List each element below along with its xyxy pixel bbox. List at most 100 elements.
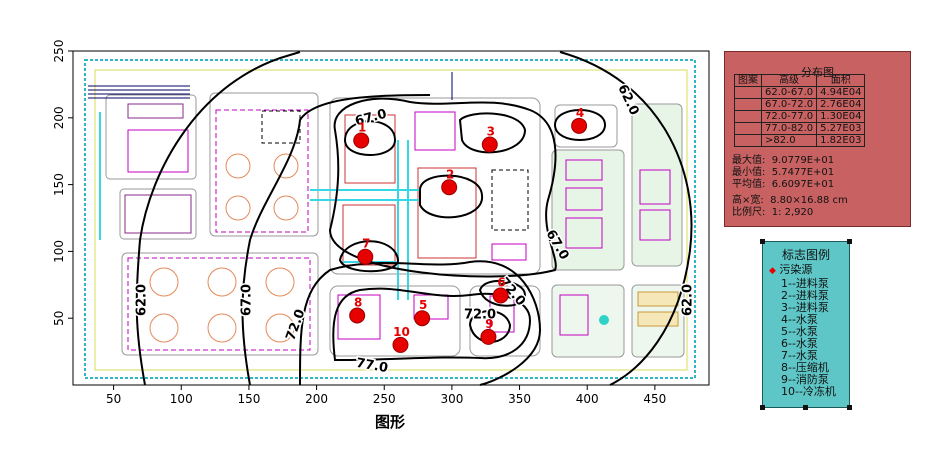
pattern-cell — [734, 86, 762, 99]
site-plan — [84, 59, 696, 379]
legend-item: 1--进料泵 — [781, 277, 829, 290]
building-s1 — [559, 294, 589, 336]
x-axis-title: 图形 — [375, 413, 405, 431]
contour-source-9 — [468, 310, 512, 343]
pattern-cell — [734, 110, 762, 123]
tank — [265, 313, 295, 343]
noise-source-marker[interactable] — [392, 336, 409, 353]
contours — [135, 51, 693, 386]
contour-source-6 — [478, 279, 527, 307]
area-cell: 5.27E03 — [816, 122, 866, 135]
tank — [149, 267, 179, 297]
noise-source-marker[interactable] — [353, 132, 370, 149]
x-tick-label: 450 — [643, 392, 666, 406]
contour-72-low — [299, 260, 542, 386]
x-tick-label: 350 — [508, 392, 531, 406]
resize-handle[interactable] — [847, 405, 852, 410]
noise-source-label: 7 — [362, 237, 370, 251]
contour-label: 62.0 — [681, 284, 696, 316]
tank — [265, 267, 295, 297]
noise-source-marker[interactable] — [349, 307, 366, 324]
contour-label: 72.0 — [464, 308, 496, 323]
x-tick-label: 50 — [106, 392, 121, 406]
building-e3 — [565, 217, 603, 249]
noise-source-marker[interactable] — [480, 328, 497, 345]
contour-source-7 — [338, 240, 400, 273]
contour-source-2 — [419, 174, 484, 219]
noise-source-label: 9 — [485, 317, 493, 331]
tank — [225, 153, 251, 179]
area-cell: 1.82E03 — [816, 134, 866, 147]
building-p1 — [344, 114, 396, 184]
noise-source-label: 10 — [393, 325, 410, 339]
noise-source-label: 2 — [446, 167, 454, 181]
building-e2 — [565, 187, 603, 211]
building-e5 — [639, 209, 671, 241]
pattern-cell — [734, 98, 762, 111]
resize-handle[interactable] — [803, 405, 808, 410]
level-cell: 62.0-67.0 — [760, 86, 818, 99]
legend-title: 标志图例 — [782, 248, 831, 262]
noise-source-marker[interactable] — [441, 179, 458, 196]
tank — [149, 313, 179, 343]
tank — [207, 267, 237, 297]
diamond-icon: ◆ — [769, 266, 776, 276]
legend-item: 8--压缩机 — [781, 361, 829, 374]
tank-farm-1 — [209, 92, 319, 237]
noise-source-marker[interactable] — [414, 310, 431, 327]
noise-source-label: 4 — [576, 106, 584, 120]
noise-source-label: 8 — [354, 296, 362, 310]
building-p3 — [417, 167, 477, 259]
level-cell: 77.0-82.0 — [760, 122, 818, 135]
contour-source-3 — [458, 112, 527, 154]
resize-handle[interactable] — [847, 239, 852, 244]
building-b1 — [124, 194, 192, 234]
building-p2 — [414, 111, 456, 151]
pattern-cell — [734, 122, 762, 135]
building-s2 — [637, 291, 679, 307]
header-pattern: 图案 — [734, 74, 762, 87]
stat-min: 最小值: 5.7477E+01 — [732, 167, 835, 178]
y-tick-label: 50 — [52, 311, 66, 326]
x-tick-label: 250 — [373, 392, 396, 406]
gate-lines — [88, 72, 453, 100]
building-l1 — [337, 294, 381, 340]
contour-62-east — [559, 51, 693, 386]
contour-label: 77.0 — [355, 356, 389, 376]
legend-item: 2--进料泵 — [781, 289, 829, 302]
area-cell: 2.76E04 — [816, 98, 866, 111]
noise-source-label: 3 — [487, 125, 495, 139]
resize-handle[interactable] — [760, 405, 765, 410]
x-tick-label: 400 — [576, 392, 599, 406]
building-a1 — [127, 103, 184, 119]
contour-label: 62.0 — [135, 284, 150, 316]
noise-source-marker[interactable] — [571, 117, 588, 134]
noise-source-marker[interactable] — [492, 287, 509, 304]
noise-source-marker[interactable] — [481, 136, 498, 153]
y-tick-label: 250 — [52, 40, 66, 63]
tank — [207, 313, 237, 343]
tank — [273, 195, 299, 221]
legend-item: 6--水泵 — [781, 337, 818, 350]
stat-avg: 平均值: 6.6097E+01 — [732, 179, 835, 190]
x-tick-label: 100 — [170, 392, 193, 406]
contour-source-4 — [553, 109, 607, 141]
site-road-edge — [94, 69, 688, 371]
block-a — [105, 94, 197, 180]
y-tick-label: 150 — [52, 173, 66, 196]
resize-handle[interactable] — [760, 239, 765, 244]
legend-item: 7--水泵 — [781, 349, 818, 362]
noise-source-label: 1 — [358, 121, 366, 135]
noise-source-marker[interactable] — [357, 248, 374, 265]
